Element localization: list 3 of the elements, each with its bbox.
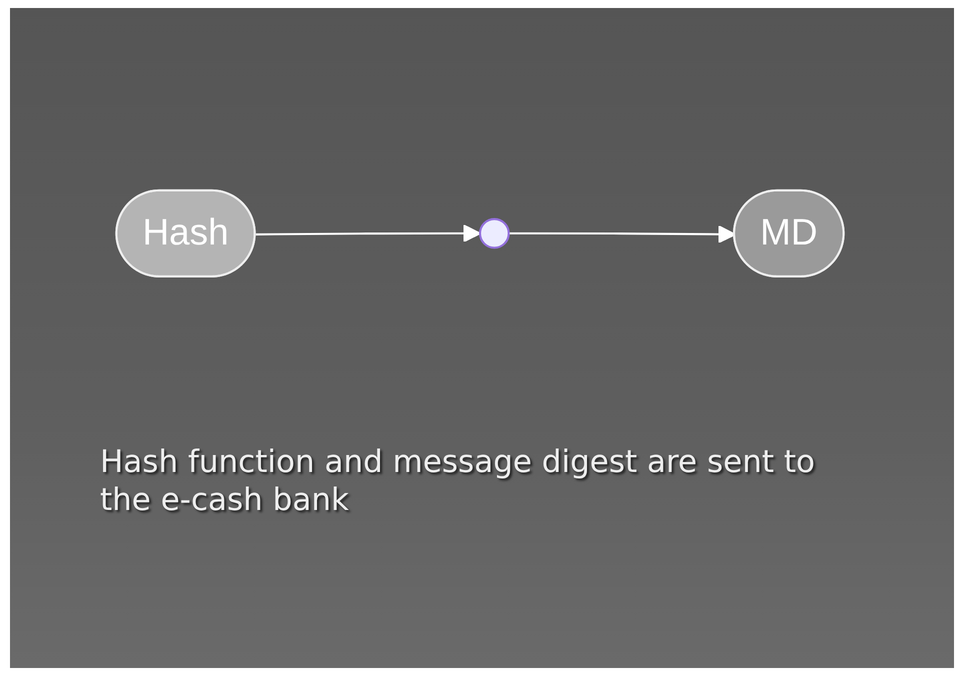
slide-text: Hash function and message digest are sent to the e-cash bank — [100, 443, 816, 519]
node-point — [479, 218, 510, 248]
arrow — [256, 224, 481, 242]
